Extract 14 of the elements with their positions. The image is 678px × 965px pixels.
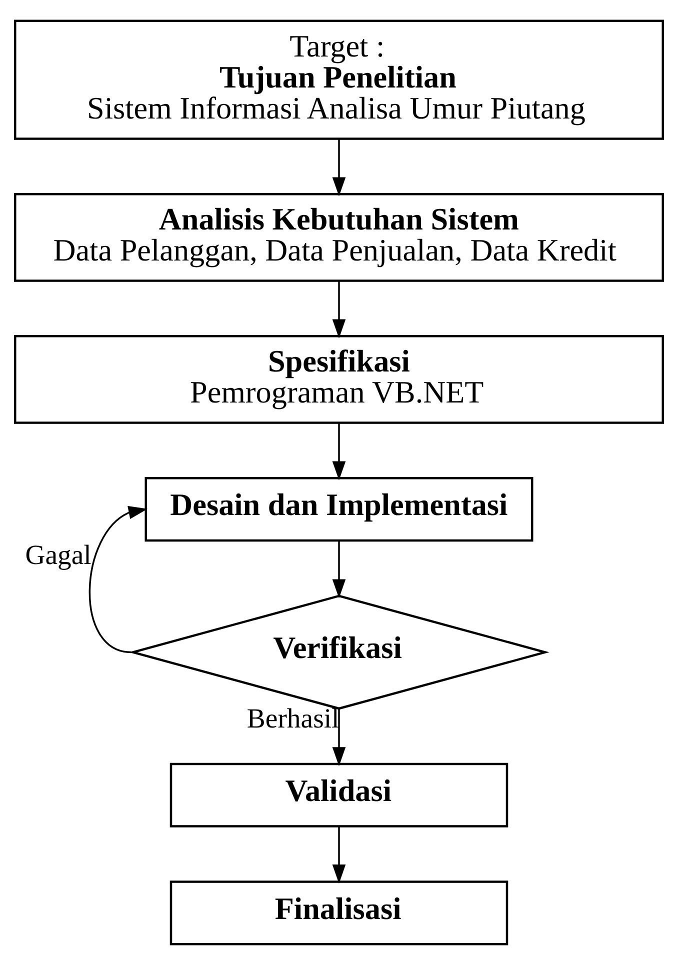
arrow [332, 709, 346, 766]
node-box: Validasi [170, 762, 508, 828]
node-box: Spesifikasi Pemrograman VB.NET [14, 335, 664, 424]
node-box: Analisis Kebutuhan Sistem Data Pelanggan, Data Penjualan, Data Kredit [14, 193, 664, 282]
arrow [332, 540, 346, 598]
node-box: Target : Tujuan Penelitian Sistem Informasi Analisa Umur Piutang [14, 20, 664, 140]
edge-label: Gagal [25, 539, 92, 570]
arrow [332, 826, 346, 884]
arrow [332, 280, 346, 338]
arrow [332, 138, 346, 196]
node-box: Finalisasi [170, 880, 508, 946]
arrow [88, 506, 148, 654]
node-box: Desain dan Implementasi [144, 477, 534, 542]
arrow [332, 423, 346, 480]
